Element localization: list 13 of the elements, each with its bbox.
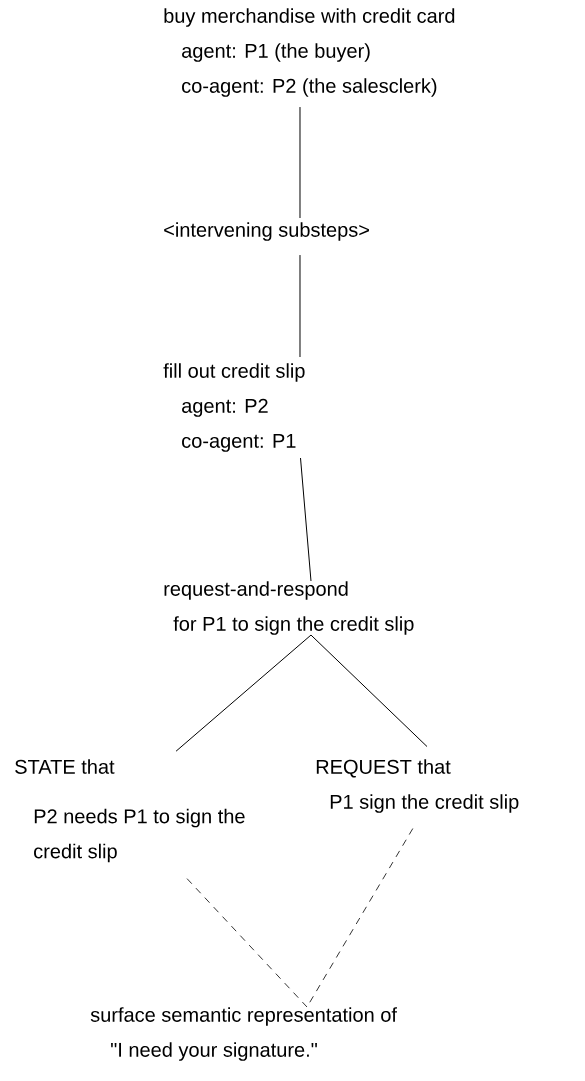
step-text: STATE that P2 needs P1 to sign the credit slip bbox=[15, 759, 245, 863]
tree-line bbox=[299, 254, 301, 358]
step-text: fill out credit slip agent: P2 co-agent: P1 bbox=[163, 363, 305, 452]
dashed-line bbox=[186, 878, 308, 1008]
step-text: <intervening substeps> bbox=[164, 222, 369, 241]
step-text: buy merchandise with credit card agent: P1 (the buyer) co-agent: P2 (the salesclerk) bbox=[164, 8, 455, 97]
step-text: REQUEST that P1 sign the credit slip bbox=[316, 759, 519, 813]
tree-line bbox=[310, 634, 428, 748]
tree-line bbox=[300, 457, 312, 582]
tree-line bbox=[175, 634, 312, 752]
tree-line bbox=[299, 106, 301, 219]
step-text: surface semantic representation of "I need your signature." bbox=[90, 1007, 397, 1061]
step-text: request-and-respond for P1 to sign the credit slip bbox=[164, 581, 414, 635]
